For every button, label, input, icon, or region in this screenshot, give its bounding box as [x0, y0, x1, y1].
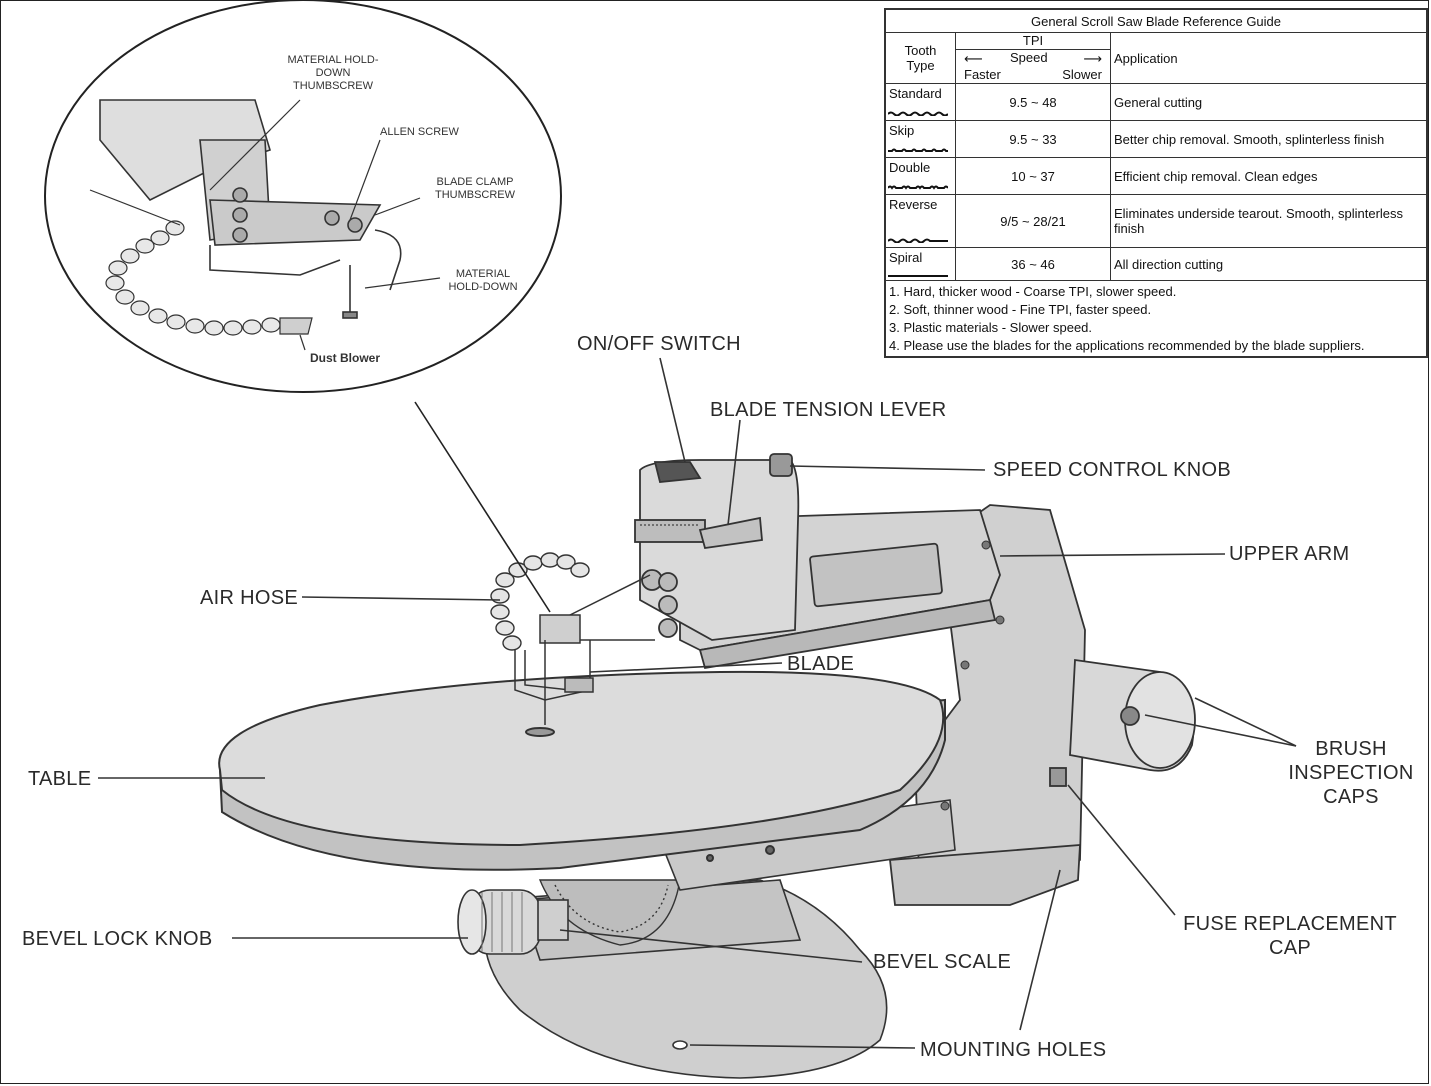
label-bevel-scale: BEVEL SCALE [873, 951, 1012, 973]
table-row: Double 10 ~ 37 Efficient chip removal. C… [885, 157, 1427, 195]
row-tpi: 36 ~ 46 [955, 247, 1111, 281]
motor-housing [1069, 658, 1196, 772]
label-table: TABLE [28, 768, 92, 790]
speed-knob-shape [769, 453, 793, 477]
row-tpi: 9/5 ~ 28/21 [955, 194, 1111, 248]
table-row: Standard 9.5 ~ 48 General cutting [885, 83, 1427, 121]
label-allen-screw: ALLEN SCREW [380, 126, 459, 138]
label-on-off-switch: ON/OFF SWITCH [577, 333, 741, 355]
label-material-holddown-thumbscrew: MATERIAL HOLD-DOWN THUMBSCREW [287, 54, 379, 92]
blade-holddown [514, 574, 655, 725]
note-item: 2. Soft, thinner wood - Fine TPI, faster… [889, 302, 1152, 317]
blade-tooth-skip-icon [888, 148, 948, 152]
row-tooth: Reverse [885, 194, 956, 248]
header-faster: Faster [964, 67, 1001, 82]
label-bevel-lock-knob: BEVEL LOCK KNOB [22, 928, 213, 950]
blade-tooth-double-icon [888, 185, 948, 190]
blade-tooth-reverse-icon [888, 238, 948, 243]
label-blade-tension-lever: BLADE TENSION LEVER [710, 399, 947, 421]
label-brush-inspection-caps: BRUSH INSPECTION CAPS [1288, 738, 1414, 808]
detail-inset [44, 0, 562, 393]
label-speed-control-knob: SPEED CONTROL KNOB [993, 459, 1232, 481]
row-application: Efficient chip removal. Clean edges [1110, 157, 1427, 195]
label-upper-arm: UPPER ARM [1229, 543, 1350, 565]
header-application: Application [1110, 32, 1427, 84]
label-air-hose: AIR HOSE [200, 587, 298, 609]
note-item: 3. Plastic materials - Slower speed. [889, 320, 1093, 335]
bevel-lock-knob-shape [457, 889, 569, 955]
row-application: General cutting [1110, 83, 1427, 121]
blade-tooth-standard-icon [888, 111, 948, 116]
note-item: 1. Hard, thicker wood - Coarse TPI, slow… [889, 284, 1177, 299]
row-tpi: 9.5 ~ 48 [955, 83, 1111, 121]
reference-notes: 1. Hard, thicker wood - Coarse TPI, slow… [885, 280, 1427, 357]
arrow-right-icon: ⟶ [1083, 51, 1102, 66]
note-item: 4. Please use the blades for the applica… [889, 338, 1365, 353]
column-bolts [940, 540, 1005, 811]
table-row: Skip 9.5 ~ 33 Better chip removal. Smoot… [885, 120, 1427, 158]
fuse-cap-shape [1049, 767, 1067, 787]
blade-reference-guide: General Scroll Saw Blade Reference Guide… [884, 8, 1428, 358]
row-application: All direction cutting [1110, 247, 1427, 281]
blade-tooth-spiral-icon [888, 275, 948, 277]
label-mounting-holes: MOUNTING HOLES [920, 1039, 1107, 1061]
row-application: Eliminates underside tearout. Smooth, sp… [1110, 194, 1427, 248]
saw-head [634, 453, 800, 641]
header-tpi: TPI [956, 33, 1110, 50]
label-dust-blower: Dust Blower [310, 351, 381, 365]
header-tooth-type: Tooth Type [885, 32, 956, 84]
mounting-hole-front [672, 1040, 688, 1050]
callout-leaders [98, 357, 1297, 1049]
label-blade: BLADE [787, 653, 855, 675]
inset-hose [105, 220, 313, 336]
row-tooth: Standard [885, 83, 956, 121]
row-application: Better chip removal. Smooth, splinterles… [1110, 120, 1427, 158]
label-material-holddown: MATERIAL HOLD-DOWN [448, 268, 518, 293]
label-blade-clamp-thumbscrew: BLADE CLAMP THUMBSCREW [434, 176, 516, 201]
saw-table [218, 670, 946, 871]
row-tpi: 10 ~ 37 [955, 157, 1111, 195]
row-tooth: Skip [885, 120, 956, 158]
table-row: Reverse 9/5 ~ 28/21 Eliminates underside… [885, 194, 1427, 248]
header-tpi-speed: TPI Speed ⟵ ⟶ Faster Slower [955, 32, 1111, 84]
row-tooth: Double [885, 157, 956, 195]
label-fuse-replacement-cap: FUSE REPLACEMENT CAP [1183, 913, 1397, 959]
table-row: Spiral 36 ~ 46 All direction cutting [885, 247, 1427, 281]
header-speed: Speed [1010, 50, 1048, 65]
arrow-left-icon: ⟵ [964, 51, 983, 66]
header-slower: Slower [1062, 67, 1102, 82]
row-tpi: 9.5 ~ 33 [955, 120, 1111, 158]
row-tooth: Spiral [885, 247, 956, 281]
tension-lever-shape [698, 516, 763, 550]
reference-guide-title: General Scroll Saw Blade Reference Guide [885, 9, 1427, 33]
